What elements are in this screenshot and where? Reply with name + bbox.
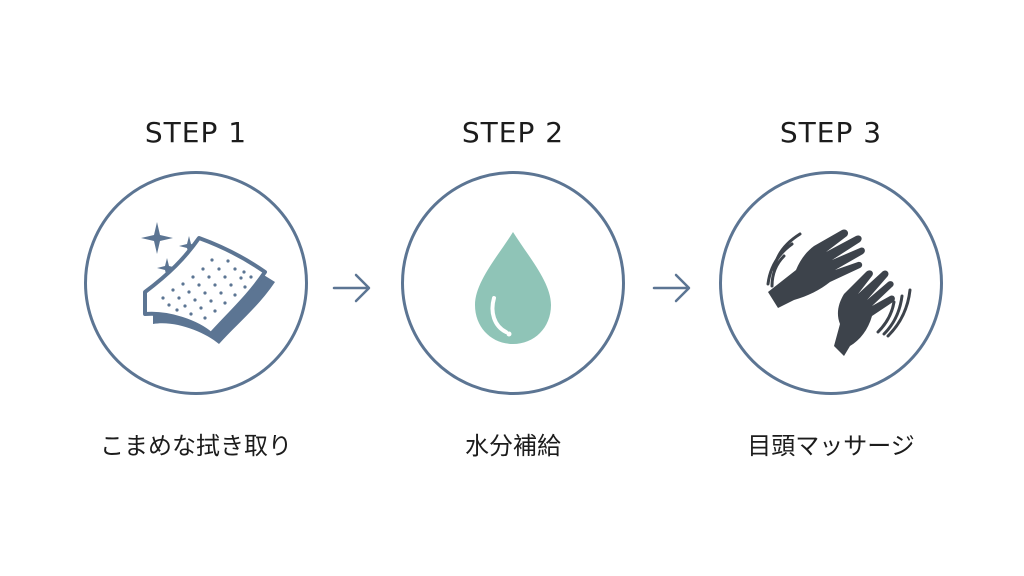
step-1-circle (84, 171, 308, 395)
step-2-label: 水分補給 (465, 432, 561, 460)
step-3: STEP 3 目頭マッサージ (701, 0, 961, 576)
step-3-label: 目頭マッサージ (747, 432, 915, 460)
step-1-label: こまめな拭き取り (100, 432, 292, 460)
step-1: STEP 1 こまめな拭き取り (66, 0, 326, 576)
sponge-icon (141, 222, 275, 344)
step-2: STEP 2 水分補給 (383, 0, 643, 576)
massage-hands-icon (766, 229, 912, 356)
step-1-title: STEP 1 (144, 116, 248, 149)
arrow-right-icon (332, 273, 371, 303)
step-2-circle (401, 171, 625, 395)
water-drop-icon (475, 232, 551, 344)
step-3-title: STEP 3 (779, 116, 883, 149)
arrow-right-icon (652, 273, 691, 303)
step-2-title: STEP 2 (461, 116, 565, 149)
step-3-circle (719, 171, 943, 395)
